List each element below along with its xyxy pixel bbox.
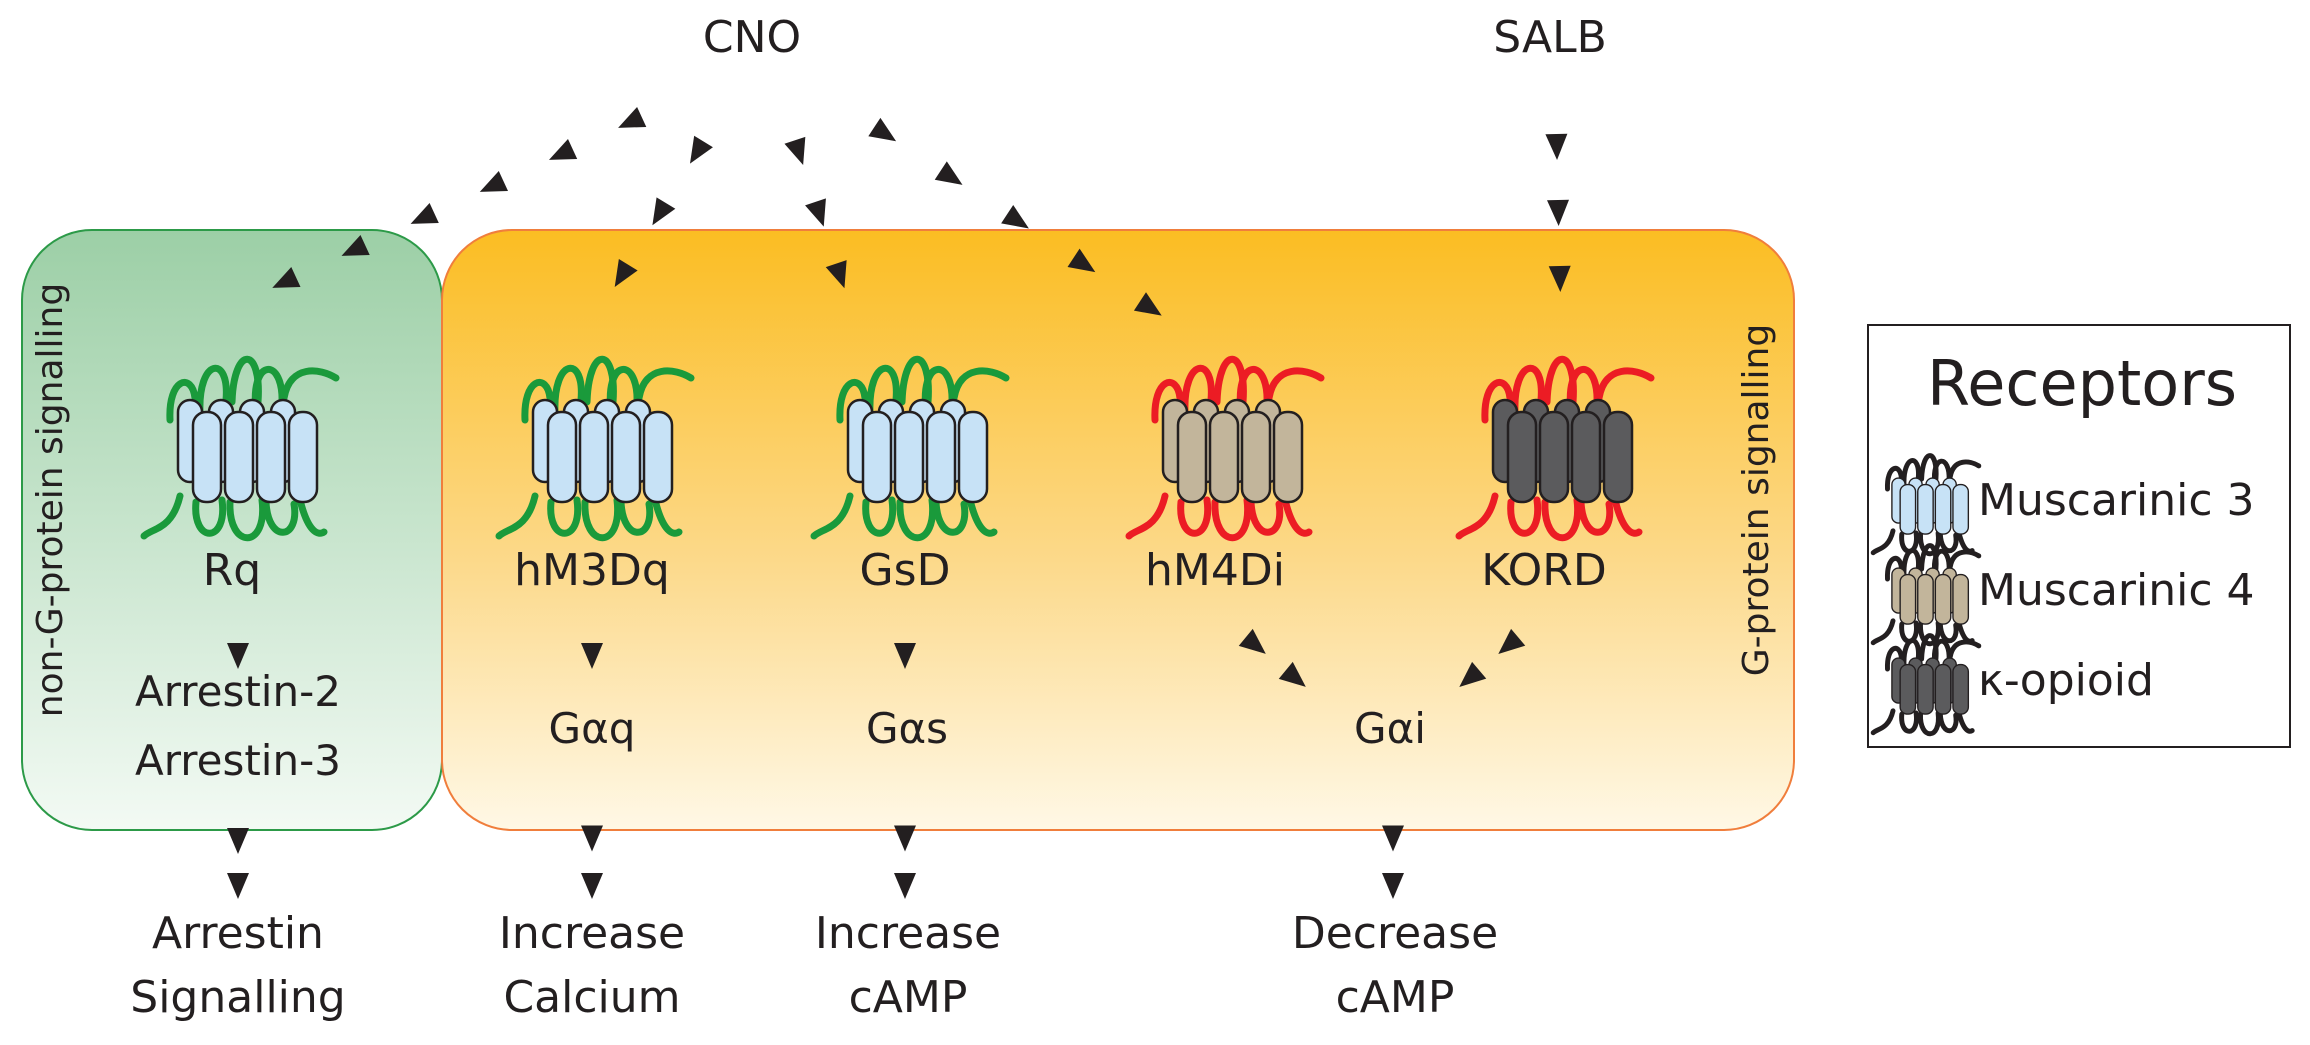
arrowhead (341, 234, 370, 256)
ligand-cno: CNO (703, 12, 801, 63)
arrowhead (1382, 825, 1404, 852)
arrowhead (825, 260, 847, 289)
arrow-gai-to-outcome (1382, 825, 1404, 899)
arrowhead (894, 873, 916, 899)
arrow-hm4di-to-gai (1238, 628, 1306, 687)
arrowhead (894, 825, 916, 852)
arrow-arrestin-to-outcome (227, 828, 249, 899)
arrowhead (479, 170, 509, 192)
arrow-cno-to-hm4di (868, 117, 1162, 316)
arrowhead (894, 643, 916, 669)
arrows (227, 106, 1571, 899)
legend-title: Receptors (1927, 347, 2237, 420)
arrowhead (1067, 248, 1096, 273)
arrowhead (690, 135, 713, 164)
arrowhead (581, 643, 603, 669)
arrow-kord-to-gai (1459, 628, 1526, 688)
receptor-name-hm4di: hM4Di (1145, 545, 1285, 596)
legend-label-muscarinic-4: Muscarinic 4 (1978, 565, 2255, 616)
arrowhead (1278, 661, 1306, 687)
arrowhead (1498, 628, 1526, 655)
arrowhead (272, 266, 301, 288)
arrowhead (227, 873, 249, 899)
arrowhead (1547, 199, 1570, 226)
arrow-rq-to-arrestin (227, 643, 249, 669)
arrowhead (1238, 628, 1266, 654)
effector-arrestin-2: Arrestin-2 (135, 667, 341, 716)
arrowhead (227, 828, 249, 854)
arrow-gaq-to-outcome (581, 825, 603, 899)
receptor-name-kord: KORD (1481, 545, 1607, 596)
arrowhead (1001, 205, 1029, 229)
outcome-calcium-line1: Increase (499, 908, 685, 959)
outcome-camp-down-line2: cAMP (1336, 972, 1455, 1023)
arrow-cno-to-gsd (784, 136, 847, 289)
arrow-salb-to-kord (1545, 133, 1571, 292)
arrowhead (1459, 661, 1487, 688)
receptor-name-gsd: GsD (860, 545, 951, 596)
arrow-cno-to-hm3dq (614, 135, 713, 287)
receptor-name-rq: Rq (203, 545, 262, 596)
arrow-gsd-to-gas (894, 643, 916, 669)
arrowhead (1382, 873, 1404, 899)
receptor-name-hm3dq: hM3Dq (514, 545, 670, 596)
arrowhead (934, 161, 963, 185)
arrowhead (1133, 292, 1162, 316)
non-g-protein-label: non-G-protein signalling (30, 283, 71, 717)
arrowhead (614, 259, 638, 287)
arrowhead (805, 198, 826, 227)
arrowhead (581, 825, 603, 852)
arrowhead (652, 197, 676, 226)
outcome-arrestin-line1: Arrestin (152, 908, 324, 959)
arrowhead (1545, 133, 1568, 160)
arrowhead (618, 106, 647, 128)
legend: Receptors Muscarinic 3 Muscarinic 4 κ-op… (1867, 324, 2291, 748)
arrow-cno-to-rq (272, 106, 647, 288)
effector-arrestin-3: Arrestin-3 (135, 736, 341, 785)
arrow-gas-to-outcome (894, 825, 916, 899)
arrowhead (410, 202, 439, 224)
legend-label-k-opioid: κ-opioid (1978, 655, 2154, 706)
arrowhead (548, 138, 578, 160)
outcome-arrestin-line2: Signalling (130, 972, 345, 1023)
arrowhead (784, 136, 806, 165)
outcome-calcium-line2: Calcium (503, 972, 680, 1023)
g-protein-label: G-protein signalling (1736, 324, 1777, 676)
outcome-camp-down-line1: Decrease (1292, 908, 1498, 959)
arrow-hm3dq-to-gaq (581, 643, 603, 669)
arrowhead (1548, 265, 1571, 292)
effector-gaq: Gαq (549, 704, 636, 753)
effector-gas: Gαs (866, 704, 948, 753)
arrowhead (581, 873, 603, 899)
arrowhead (227, 643, 249, 669)
arrowhead (868, 117, 897, 142)
g-protein-panel (441, 229, 1795, 831)
outcome-camp-up-line1: Increase (815, 908, 1001, 959)
ligand-salb: SALB (1493, 12, 1607, 63)
effector-gai: Gαi (1354, 704, 1426, 753)
legend-label-muscarinic-3: Muscarinic 3 (1978, 475, 2255, 526)
outcome-camp-up-line2: cAMP (849, 972, 968, 1023)
